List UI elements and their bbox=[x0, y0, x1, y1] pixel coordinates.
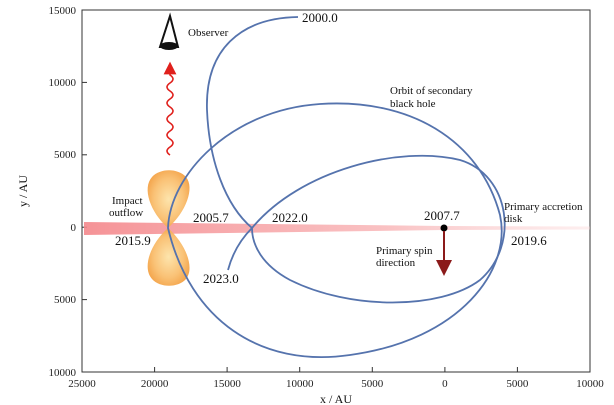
y-axis bbox=[82, 9, 87, 373]
y-tick-label: 5000 bbox=[54, 294, 77, 306]
x-tick-label: 5000 bbox=[361, 378, 384, 390]
orbit-ellipse-inner bbox=[251, 154, 506, 304]
impact-outflow-label-2: outflow bbox=[109, 207, 143, 219]
epoch-label-2005: 2005.7 bbox=[193, 210, 229, 225]
y-axis-title: y / AU bbox=[16, 175, 30, 207]
epoch-label-2007: 2007.7 bbox=[424, 208, 460, 223]
x-tick-label: 15000 bbox=[213, 378, 241, 390]
x-tick-label: 25000 bbox=[68, 378, 96, 390]
impact-outflow-label-1: Impact bbox=[112, 195, 143, 207]
impact-outflow-upper-lobe bbox=[147, 170, 190, 228]
epoch-label-2023: 2023.0 bbox=[203, 271, 239, 286]
x-tick-label: 10000 bbox=[576, 378, 604, 390]
orbit-label-1: Orbit of secondary bbox=[390, 85, 473, 97]
observer-label: Observer bbox=[188, 27, 229, 39]
emission-wave-icon bbox=[163, 61, 177, 156]
epoch-label-2015: 2015.9 bbox=[115, 233, 151, 248]
accretion-disk-label-1: Primary accretion bbox=[504, 201, 583, 213]
epoch-label-2019: 2019.6 bbox=[511, 233, 547, 248]
y-tick-label: 10000 bbox=[49, 367, 77, 379]
x-tick-label: 10000 bbox=[286, 378, 314, 390]
x-axis bbox=[81, 367, 591, 372]
plot-frame bbox=[81, 9, 591, 373]
impact-outflow-lower-lobe bbox=[147, 228, 190, 286]
accretion-disk-label-2: disk bbox=[504, 213, 523, 225]
spin-label-1: Primary spin bbox=[376, 245, 433, 257]
x-tick-label: 0 bbox=[442, 378, 448, 390]
epoch-label-2000: 2000.0 bbox=[302, 10, 338, 25]
observer-eye-icon bbox=[158, 12, 180, 50]
orbit-segment-2000 bbox=[206, 16, 299, 229]
y-tick-label: 15000 bbox=[49, 5, 77, 17]
y-tick-label: 5000 bbox=[54, 149, 77, 161]
epoch-label-2022: 2022.0 bbox=[272, 210, 308, 225]
orbit-ellipse-outer bbox=[167, 102, 503, 358]
x-axis-title: x / AU bbox=[320, 392, 352, 405]
accretion-disk bbox=[84, 222, 590, 235]
spin-label-2: direction bbox=[376, 257, 416, 269]
orbit-segment-2023 bbox=[227, 227, 253, 271]
y-tick-label: 0 bbox=[71, 222, 77, 234]
y-tick-label: 10000 bbox=[49, 77, 77, 89]
primary-black-hole bbox=[440, 224, 448, 232]
x-tick-label: 5000 bbox=[506, 378, 529, 390]
x-tick-label: 20000 bbox=[141, 378, 169, 390]
secondary-orbit bbox=[167, 16, 506, 358]
orbit-label-2: black hole bbox=[390, 98, 436, 110]
